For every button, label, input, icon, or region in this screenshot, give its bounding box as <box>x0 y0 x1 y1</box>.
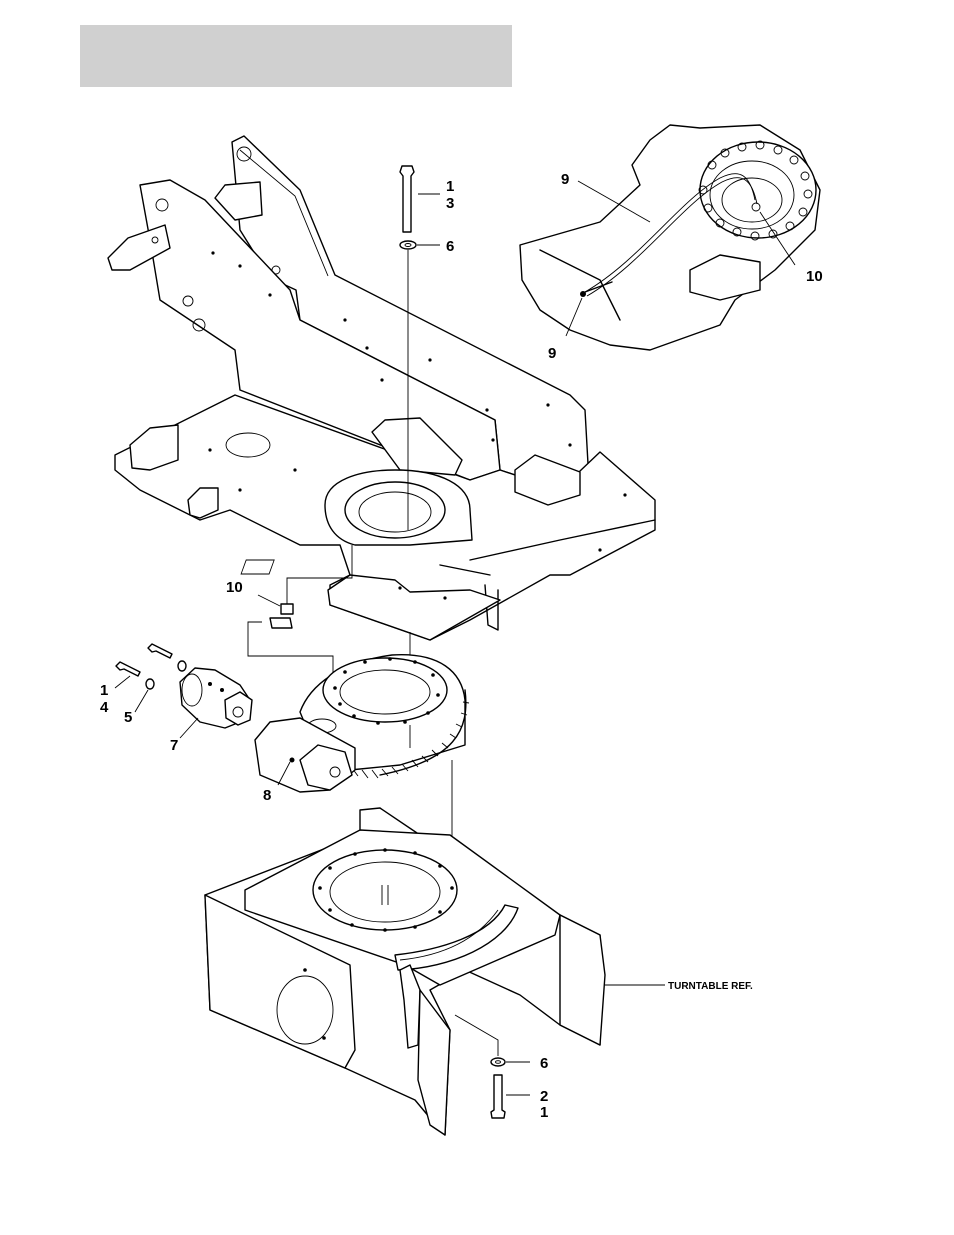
inset-detail <box>520 125 820 350</box>
callout-7: 7 <box>170 737 178 754</box>
callout-6-bottom: 6 <box>540 1055 548 1072</box>
callout-1-left: 1 <box>100 682 108 699</box>
turntable-ref-label: TURNTABLE REF. <box>668 981 753 992</box>
callout-1-top: 1 <box>446 178 454 195</box>
callout-9-lower: 9 <box>548 345 556 362</box>
callout-8: 8 <box>263 787 271 804</box>
callout-10-fitting: 10 <box>226 579 243 596</box>
callout-5: 5 <box>124 709 132 726</box>
callout-10-inset: 10 <box>806 268 823 285</box>
callout-1-bottom: 1 <box>540 1104 548 1121</box>
callout-4: 4 <box>100 699 109 716</box>
turntable <box>205 760 665 1135</box>
capscrews-and-washers <box>115 644 186 712</box>
upper-frame <box>108 136 655 640</box>
callout-3: 3 <box>446 195 454 212</box>
callout-2: 2 <box>540 1088 548 1105</box>
callout-9-upper: 9 <box>561 171 569 188</box>
hydraulic-motor <box>180 668 252 738</box>
callout-6-top: 6 <box>446 238 454 255</box>
bottom-bolt-assembly <box>455 1015 530 1118</box>
